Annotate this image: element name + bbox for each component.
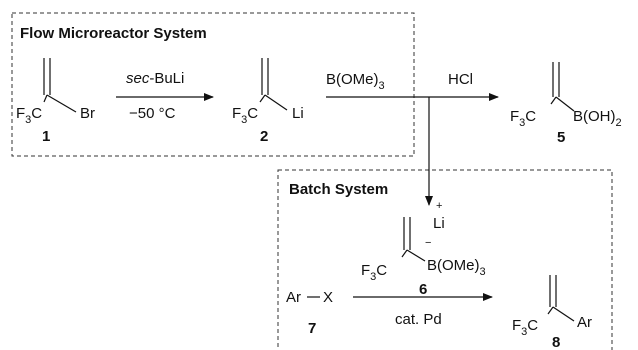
compound-7: Ar X 7 [286,289,333,337]
compound-1: F3C Br 1 [16,58,95,145]
svg-text:B(OMe)3: B(OMe)3 [326,71,385,92]
svg-text:+: + [436,200,442,212]
compound-5: F3C B(OH)2 5 [510,62,622,146]
arrow-step-2-3: B(OMe)3 HCl [326,71,499,101]
svg-text:HCl: HCl [448,71,473,88]
svg-text:F3C: F3C [510,108,536,129]
svg-text:sec-BuLi: sec-BuLi [126,70,184,87]
arrow-step-1: sec-BuLi −50 °C [116,70,214,122]
svg-text:Ar: Ar [286,289,301,306]
compound-8: F3C Ar 8 [512,275,592,350]
compound-number-2: 2 [260,128,268,145]
svg-text:X: X [323,289,333,306]
batch-system-box [277,169,613,350]
svg-text:Br: Br [80,105,95,122]
svg-text:−50 °C: −50 °C [129,105,176,122]
arrow-step-4: cat. Pd [353,293,493,328]
compound-number-8: 8 [552,334,560,350]
compound-number-1: 1 [42,128,50,145]
svg-text:F3C: F3C [512,317,538,338]
flow-system-box [11,12,415,157]
compound-number-5: 5 [557,129,565,146]
compound-number-7: 7 [308,320,316,337]
compound-number-6: 6 [419,281,427,298]
svg-text:Ar: Ar [577,314,592,331]
svg-text:B(OMe)3: B(OMe)3 [427,257,486,278]
svg-text:B(OH)2: B(OH)2 [573,108,622,129]
svg-text:cat. Pd: cat. Pd [395,311,442,328]
svg-text:F3C: F3C [16,105,42,126]
svg-text:F3C: F3C [232,105,258,126]
svg-text:Li: Li [433,215,445,232]
compound-2: F3C Li 2 [232,58,304,145]
svg-text:F3C: F3C [361,262,387,283]
flow-system-title: Flow Microreactor System [20,25,207,42]
compound-6: Li + − F3C B(OMe)3 6 [361,200,486,298]
svg-text:−: − [425,237,431,249]
svg-text:Li: Li [292,105,304,122]
batch-system-title: Batch System [289,181,388,198]
